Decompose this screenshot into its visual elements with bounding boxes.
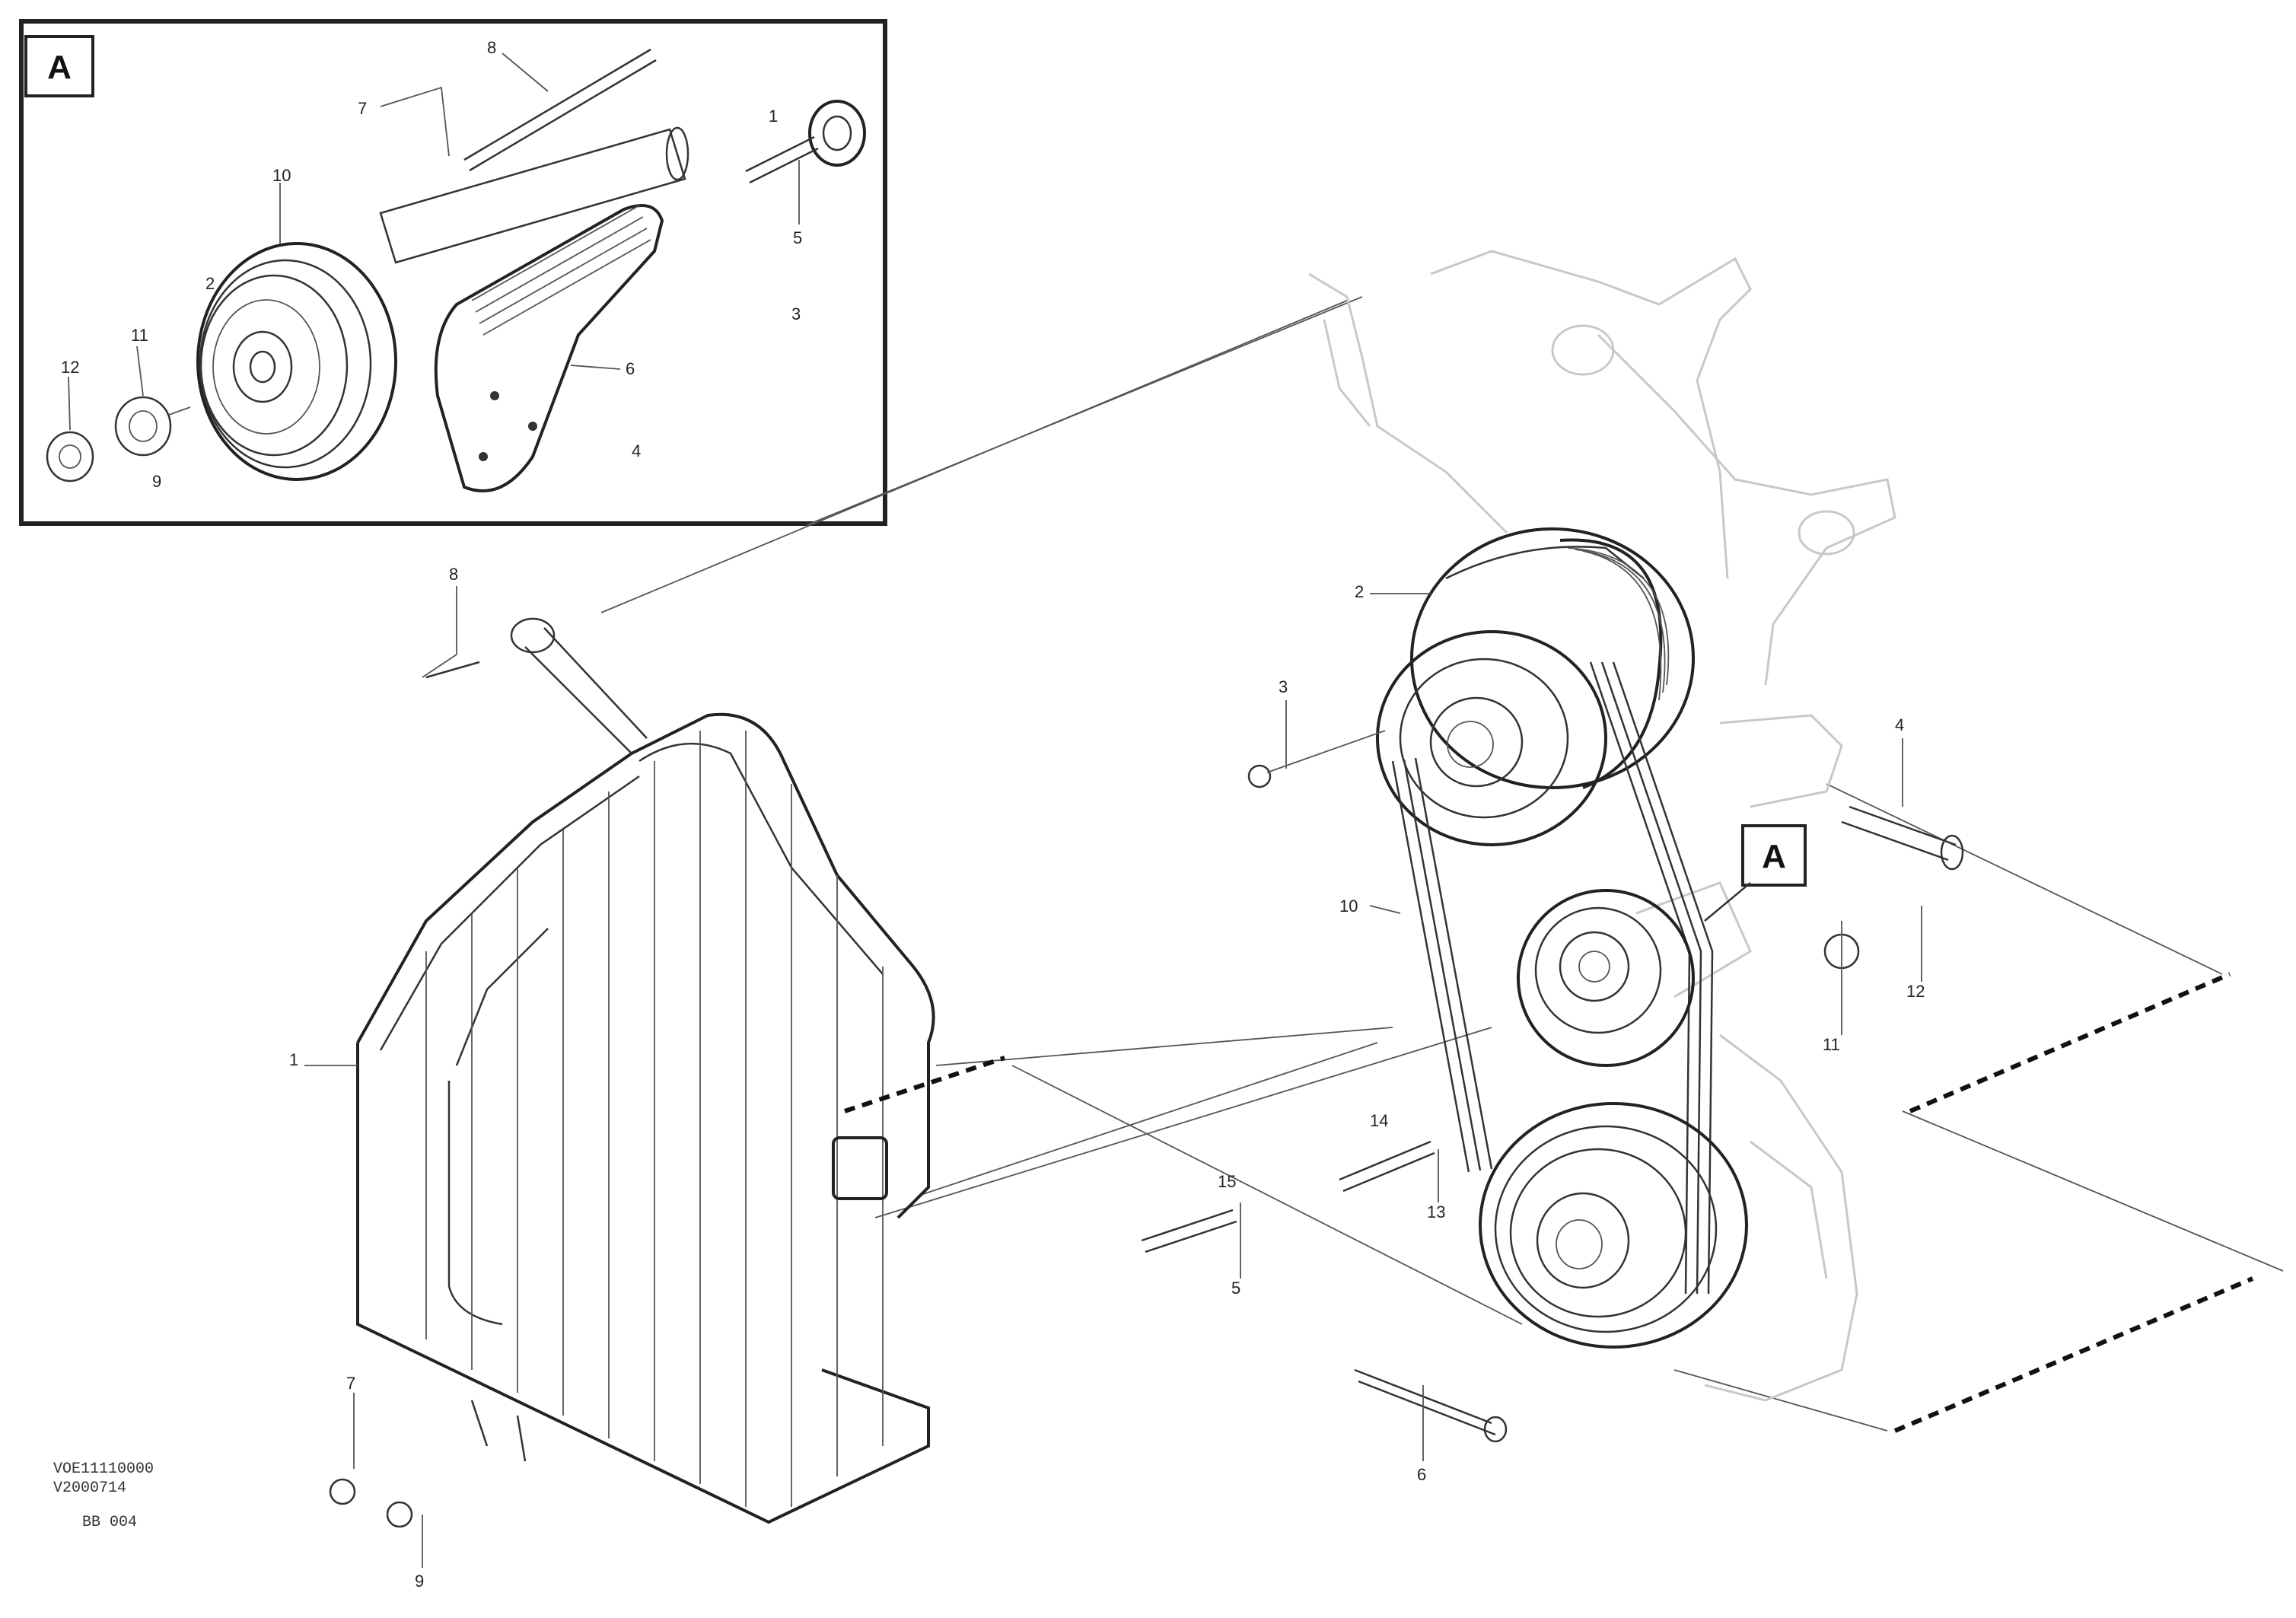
- tensioner-bolt: [745, 100, 866, 184]
- pin: [463, 48, 657, 172]
- callout-label: 15: [1218, 1172, 1236, 1191]
- callout-label: 11: [131, 326, 148, 345]
- callout-label: 4: [1895, 715, 1904, 734]
- idler-pulley: [196, 242, 397, 481]
- callout-marker: A: [1762, 838, 1786, 875]
- reference-code: BB 004: [82, 1514, 137, 1531]
- fan-hub-texture: [1567, 547, 1670, 701]
- fan-guard: [356, 712, 935, 1524]
- callout-label: 1: [769, 107, 778, 126]
- callout-label: 7: [346, 1374, 355, 1393]
- callout-label: 6: [626, 359, 635, 378]
- reference-line-1: VOE11110000: [53, 1460, 154, 1478]
- reference-block: VOE11110000 V2000714 BB 004: [53, 1460, 154, 1531]
- sleeve: [379, 126, 689, 264]
- assembly-link-lines: [600, 296, 2284, 1432]
- reference-line-2: V2000714: [53, 1479, 126, 1497]
- callout-label: 11: [1823, 1035, 1840, 1054]
- callout-label: 1: [289, 1050, 298, 1069]
- callout-label: 2: [1355, 582, 1364, 601]
- callout-label: 4: [632, 441, 641, 460]
- callout-label: 12: [61, 358, 79, 377]
- callout-label: 14: [1370, 1111, 1388, 1130]
- fan-pulley-assembly: [1376, 527, 1695, 846]
- washer-and-nut: [46, 396, 191, 483]
- fasteners: [329, 661, 1860, 1528]
- fan-guard-mesh: [425, 731, 884, 1507]
- engine-front-outline: [1308, 250, 1896, 1402]
- drive-belt: [1391, 661, 1714, 1295]
- callout-label: 10: [1339, 897, 1358, 916]
- detail-marker-box: [24, 35, 94, 97]
- callout-label: 3: [1279, 677, 1288, 696]
- detail-frame: [19, 19, 887, 526]
- callout-label: 13: [1427, 1202, 1445, 1221]
- callout-label: 7: [358, 99, 367, 118]
- guard-support-rod: [510, 617, 648, 754]
- belt-tensioner: [1517, 889, 1695, 1067]
- callout-label: 8: [449, 565, 458, 584]
- callout-label: 5: [1231, 1279, 1240, 1298]
- callout-label: 12: [1906, 982, 1925, 1001]
- callout-label: 6: [1417, 1465, 1426, 1484]
- callout-label: 10: [272, 166, 291, 185]
- main-leaders: [304, 586, 1922, 1568]
- detail-view-a: A: [19, 19, 887, 526]
- callout-a: A: [1704, 824, 1807, 922]
- dashed-boundaries: [844, 972, 2254, 1433]
- callout-label: 3: [791, 304, 801, 323]
- crankshaft-pulley: [1479, 1102, 1748, 1349]
- callout-label: 9: [152, 472, 161, 491]
- callout-label: 2: [205, 274, 215, 293]
- callout-label: 5: [793, 228, 802, 247]
- tensioner-bracket: [434, 204, 664, 492]
- callout-label: 9: [415, 1572, 424, 1591]
- locating-pin: [1841, 805, 1964, 871]
- callout-label: 8: [487, 38, 496, 57]
- detail-marker: A: [47, 49, 72, 86]
